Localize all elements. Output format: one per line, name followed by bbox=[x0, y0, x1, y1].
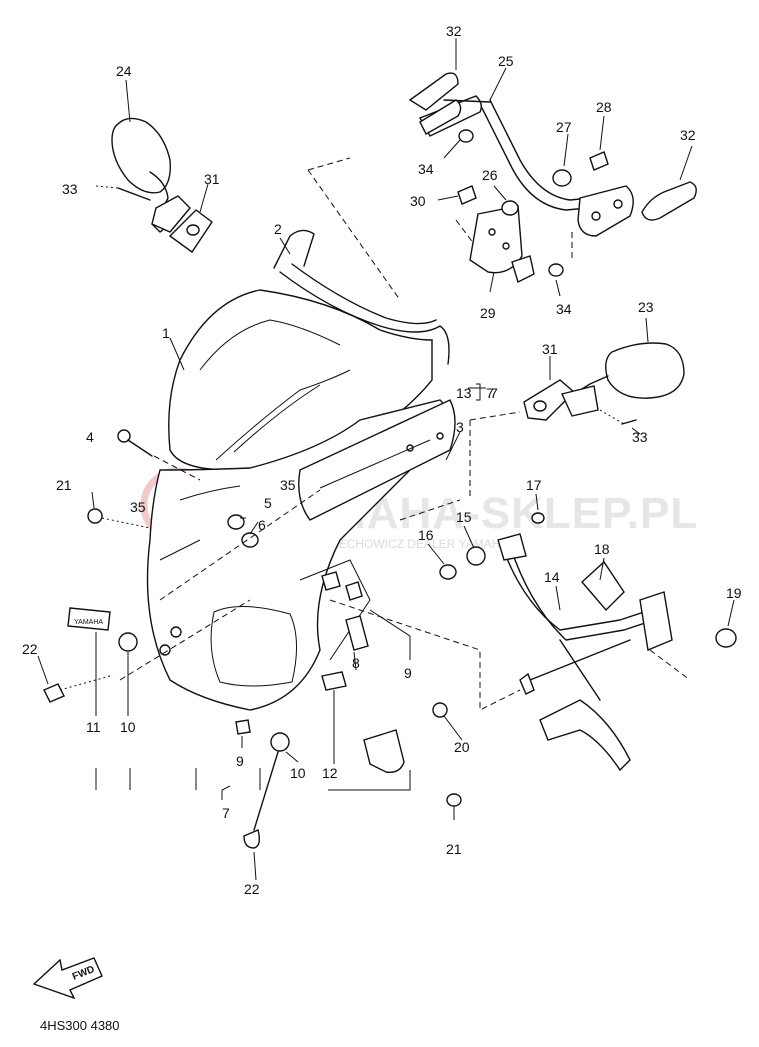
part-label-16: 16 bbox=[418, 527, 434, 543]
part-label-27: 27 bbox=[556, 119, 572, 135]
part-label-32-right: 32 bbox=[680, 127, 696, 143]
part-label-13: 13 bbox=[456, 385, 472, 401]
part-label-14: 14 bbox=[544, 569, 560, 585]
part-label-4: 4 bbox=[86, 429, 94, 445]
part-label-8: 8 bbox=[352, 655, 360, 671]
part-label-34-top: 34 bbox=[418, 161, 434, 177]
part-label-21-left: 21 bbox=[56, 477, 72, 493]
forward-arrow-icon bbox=[32, 957, 103, 1000]
part-label-33-right: 33 bbox=[632, 429, 648, 445]
emblem-label: YAMAHA bbox=[74, 619, 103, 626]
part-label-12: 12 bbox=[322, 765, 338, 781]
part-labels: 1 2 3 4 5 6 7 8 9 9 10 10 11 12 13 14 15… bbox=[22, 23, 742, 897]
group-bracket-label: 7 bbox=[490, 385, 498, 401]
part-label-11: 11 bbox=[86, 719, 101, 735]
part-label-15: 15 bbox=[456, 509, 472, 525]
part-label-22-bottom: 22 bbox=[244, 881, 260, 897]
leader-lines bbox=[37, 38, 735, 881]
watermark-subtitle: WOJCIECHOWICZ DEALER YAMAHA bbox=[300, 537, 508, 551]
diagram-code: 4HS300 4380 bbox=[40, 1018, 120, 1033]
part-label-31-right: 31 bbox=[542, 341, 558, 357]
part-label-10-left: 10 bbox=[120, 719, 136, 735]
part-label-31-left: 31 bbox=[204, 171, 220, 187]
part-label-20: 20 bbox=[454, 739, 470, 755]
part-label-18: 18 bbox=[594, 541, 610, 557]
inner-panel bbox=[298, 399, 456, 521]
mount-plate bbox=[469, 205, 535, 283]
part-label-32-left: 32 bbox=[446, 23, 462, 39]
part-label-1: 1 bbox=[162, 325, 170, 341]
part-label-7: 7 bbox=[222, 805, 230, 821]
part-label-19: 19 bbox=[726, 585, 742, 601]
part-label-3: 3 bbox=[456, 419, 464, 435]
part-label-9-right: 9 bbox=[404, 665, 412, 681]
part-label-21-right: 21 bbox=[446, 841, 462, 857]
mirror-left bbox=[95, 117, 213, 253]
part-label-33-left: 33 bbox=[62, 181, 78, 197]
part-label-34-bottom: 34 bbox=[556, 301, 572, 317]
fwd-arrow: FWD bbox=[32, 957, 103, 1000]
part-label-22-left: 22 bbox=[22, 641, 38, 657]
cowling-stay bbox=[439, 512, 737, 772]
part-label-35-right: 35 bbox=[280, 477, 296, 493]
part-label-30: 30 bbox=[410, 193, 426, 209]
mirror-right bbox=[523, 342, 685, 425]
part-label-7-group: 7 bbox=[486, 385, 494, 401]
bolts-upper bbox=[419, 99, 697, 277]
part-label-5: 5 bbox=[264, 495, 272, 511]
part-label-25: 25 bbox=[498, 53, 514, 69]
part-label-10-right: 10 bbox=[290, 765, 306, 781]
small-parts: YAMAHA bbox=[43, 429, 462, 849]
part-label-6: 6 bbox=[258, 517, 266, 533]
part-label-2: 2 bbox=[274, 221, 282, 237]
part-label-17: 17 bbox=[526, 477, 542, 493]
part-label-9-left: 9 bbox=[236, 753, 244, 769]
part-label-24: 24 bbox=[116, 63, 132, 79]
part-label-26: 26 bbox=[482, 167, 498, 183]
part-label-28: 28 bbox=[596, 99, 612, 115]
group-bracket: 7 bbox=[476, 383, 498, 401]
part-label-23: 23 bbox=[638, 299, 654, 315]
part-label-35-left: 35 bbox=[130, 499, 146, 515]
windscreen-molding bbox=[273, 229, 450, 365]
part-label-29: 29 bbox=[480, 305, 496, 321]
